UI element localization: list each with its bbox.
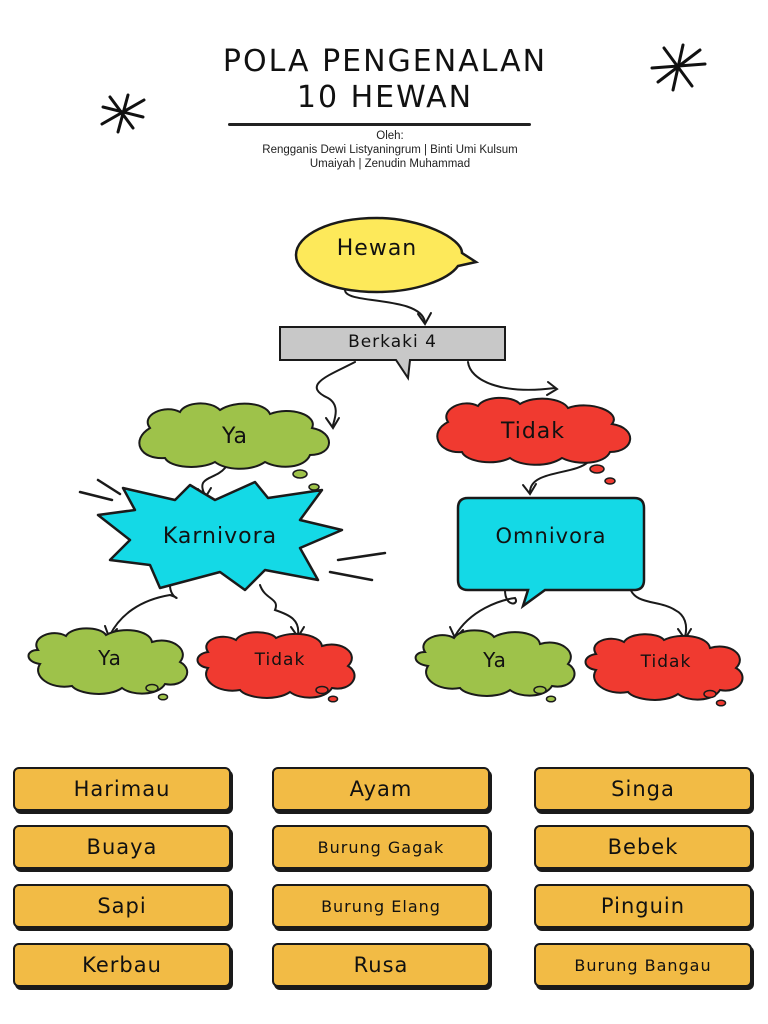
- animal-box-burung-bangau: Burung Bangau: [534, 943, 752, 987]
- cloud-karnivora-tidak: [196, 631, 356, 703]
- connector-hewan-berkaki: [344, 289, 426, 323]
- connector-berkaki-tidak: [467, 361, 556, 391]
- cloud-omnivora-ya: [414, 629, 576, 703]
- label-karnivora-tidak: Tidak: [254, 650, 306, 670]
- node-berkaki: [279, 326, 506, 381]
- animal-box-ayam: Ayam: [272, 767, 490, 811]
- connector-ya-karnivora: [201, 467, 226, 496]
- cloud-tidak-level1: [436, 396, 632, 485]
- node-karnivora: [78, 478, 387, 592]
- animal-box-pinguin: Pinguin: [534, 884, 752, 928]
- label-ya-level1: Ya: [222, 424, 248, 449]
- animal-box-kerbau: Kerbau: [13, 943, 231, 987]
- connector-berkaki-ya: [315, 361, 356, 426]
- node-hewan: [294, 216, 480, 294]
- animal-box-singa: Singa: [534, 767, 752, 811]
- animal-box-burung-gagak: Burung Gagak: [272, 825, 490, 869]
- title-underline: [228, 123, 531, 126]
- label-karnivora: Karnivora: [162, 524, 278, 549]
- connector-omnivora-ya: [454, 589, 517, 637]
- connector-karnivora-tidak: [259, 584, 300, 636]
- cloud-ya-level1: [138, 402, 330, 491]
- byline-label: Oleh:: [376, 130, 404, 142]
- page-title-line-1: POLA PENGENALAN: [222, 44, 548, 79]
- connector-karnivora-ya: [109, 584, 178, 636]
- label-berkaki: Berkaki 4: [348, 332, 437, 352]
- animal-box-rusa: Rusa: [272, 943, 490, 987]
- label-hewan: Hewan: [336, 236, 418, 261]
- sparkle-icon-left: [100, 93, 146, 134]
- connector-tidak-omnivora: [529, 461, 589, 493]
- animal-box-sapi: Sapi: [13, 884, 231, 928]
- page-title-line-2: 10 HEWAN: [296, 80, 474, 115]
- cloud-omnivora-tidak: [584, 633, 744, 707]
- animal-box-harimau: Harimau: [13, 767, 231, 811]
- label-omnivora-tidak: Tidak: [640, 652, 692, 672]
- node-omnivora: [456, 496, 646, 610]
- label-omnivora: Omnivora: [495, 524, 607, 548]
- connector-omnivora-tidak: [629, 587, 688, 638]
- sparkle-icon-right: [650, 43, 707, 92]
- cloud-karnivora-ya: [27, 627, 189, 701]
- animal-box-burung-elang: Burung Elang: [272, 884, 490, 928]
- label-tidak-level1: Tidak: [500, 419, 566, 444]
- animal-box-bebek: Bebek: [534, 825, 752, 869]
- label-karnivora-ya: Ya: [98, 646, 122, 670]
- label-omnivora-ya: Ya: [483, 648, 507, 672]
- byline-authors-1: Rengganis Dewi Listyaningrum | Binti Umi…: [262, 144, 518, 156]
- animal-box-buaya: Buaya: [13, 825, 231, 869]
- byline-authors-2: Umaiyah | Zenudin Muhammad: [309, 158, 471, 170]
